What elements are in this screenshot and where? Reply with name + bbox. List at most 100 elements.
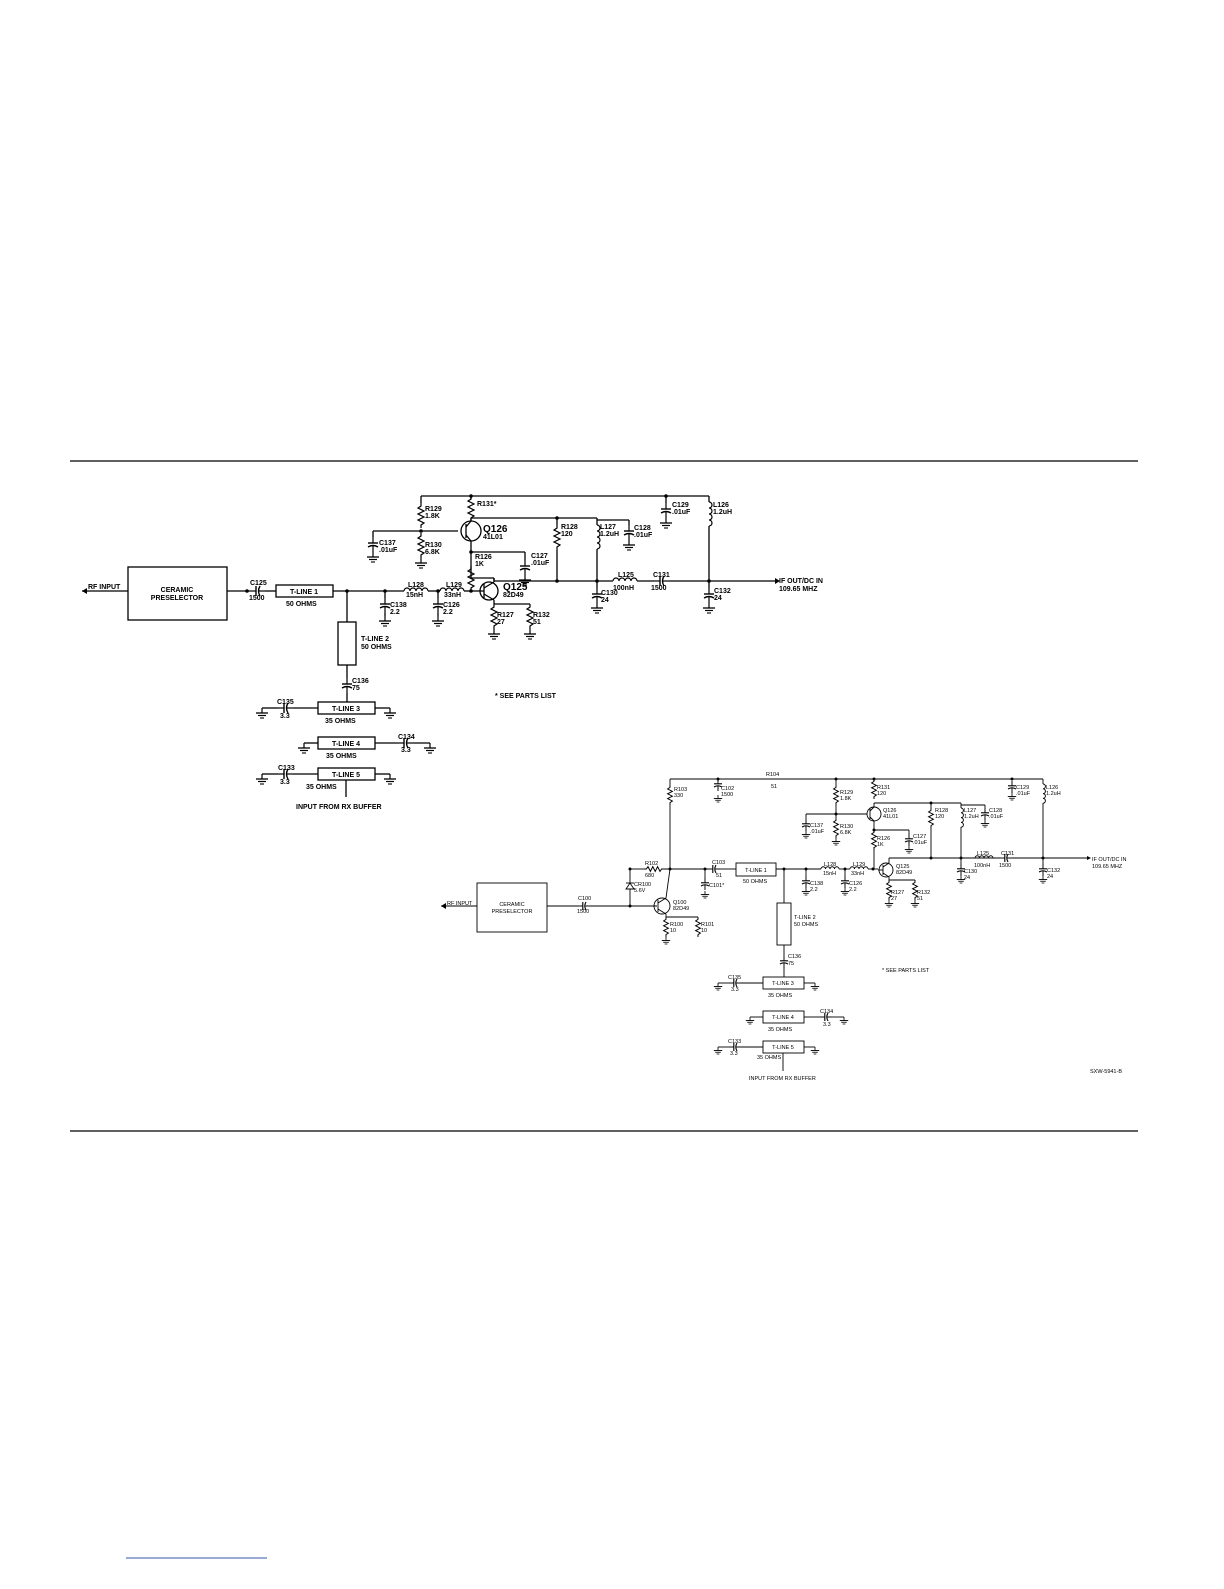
top-c132-ref: C132 (714, 588, 731, 595)
bottom-r129-ref: R129 (840, 790, 853, 796)
top-r129-value: 1.8K (425, 513, 440, 520)
bottom-cr100-ref: CR100 (634, 882, 651, 888)
top-c134-ref: C134 (398, 734, 415, 741)
top-tline4-label: T-LINE 4 (332, 741, 360, 748)
top-c126-ref: C126 (443, 602, 460, 609)
top-tline3-label: T-LINE 3 (332, 706, 360, 713)
bottom-r103-ref: R103 (674, 787, 687, 793)
bottom-c103-value: 51 (716, 873, 722, 879)
top-c127-ref: C127 (531, 553, 548, 560)
bottom-r104-value: 51 (771, 784, 777, 790)
top-parts-note: * SEE PARTS LIST (495, 693, 557, 700)
top-r127-value: 27 (497, 619, 505, 626)
top-preselector-label-1: CERAMIC (161, 587, 194, 594)
bottom-l127-ref: L127 (964, 808, 976, 814)
top-c138-value: 2.2 (390, 609, 400, 616)
bottom-if-out-label: IF OUT/DC IN (1092, 857, 1127, 863)
top-tline5-impedance: 35 OHMS (306, 784, 337, 791)
bottom-r101-value: 10 (701, 928, 707, 934)
top-l125-ref: L125 (618, 572, 634, 579)
bottom-c103-ref: C103 (712, 860, 725, 866)
top-c128-value: .01uF (634, 532, 653, 539)
bottom-r127-value: 27 (891, 896, 897, 902)
bottom-c135-ref: C135 (728, 975, 741, 981)
top-if-out-label: IF OUT/DC IN (779, 578, 823, 585)
top-r128-ref: R128 (561, 524, 578, 531)
top-tline2-label: T-LINE 2 (361, 636, 389, 643)
drawing-number: SXW-5941-B (1090, 1069, 1122, 1075)
bottom-c138-ref: C138 (810, 881, 823, 887)
bottom-c138-value: 2.2 (810, 887, 818, 893)
top-c137-value: .01uF (379, 547, 398, 554)
bottom-q125-ref: Q125 (896, 864, 909, 870)
top-c129-value: .01uF (672, 509, 691, 516)
bottom-c137-ref: C137 (810, 823, 823, 829)
bottom-q100 (653, 897, 671, 915)
bottom-r126-ref: R126 (877, 836, 890, 842)
top-q126 (460, 520, 482, 542)
top-preselector-label-2: PRESELECTOR (151, 595, 203, 602)
bottom-c126-ref: C126 (849, 881, 862, 887)
bottom-r103-value: 330 (674, 793, 683, 799)
bottom-c132-ref: C132 (1047, 868, 1060, 874)
bottom-c100-ref: C100 (578, 896, 591, 902)
top-l126-ref: L126 (713, 502, 729, 509)
bottom-q125-value: 82D49 (896, 870, 912, 876)
bottom-r128-ref: R128 (935, 808, 948, 814)
bottom-preselector-label-1: CERAMIC (499, 902, 524, 908)
bottom-q126-value: 41L01 (883, 814, 898, 820)
bottom-r100-value: 10 (670, 928, 676, 934)
top-r132-value: 51 (533, 619, 541, 626)
top-tline1-impedance: 50 OHMS (286, 601, 317, 608)
top-c129-ref: C129 (672, 502, 689, 509)
bottom-l127-value: 1.2uH (964, 814, 979, 820)
top-r129-ref: R129 (425, 506, 442, 513)
bottom-r130-ref: R130 (840, 824, 853, 830)
bottom-ceramic-preselector (476, 882, 548, 933)
top-r130-ref: R130 (425, 542, 442, 549)
top-q126-part: 41L01 (483, 534, 503, 541)
top-rf-input-label: RF INPUT (88, 584, 121, 591)
bottom-tline3-impedance: 35 OHMS (768, 993, 792, 999)
top-r128-value: 120 (561, 531, 573, 538)
bottom-q100-ref: Q100 (673, 900, 686, 906)
bottom-c136-value: 75 (788, 961, 794, 967)
bottom-c126-value: 2.2 (849, 887, 857, 893)
top-rx-buffer-label: INPUT FROM RX BUFFER (296, 804, 382, 811)
top-r130-value: 6.8K (425, 549, 440, 556)
top-c134-value: 3.3 (401, 747, 411, 754)
top-q125-ref: Q125 (503, 582, 528, 593)
bottom-rf-input-label: RF INPUT (447, 901, 473, 907)
top-c125-ref: C125 (250, 580, 267, 587)
bottom-c128-value: .01uF (989, 814, 1004, 820)
top-c137-ref: C137 (379, 540, 396, 547)
bottom-l128-value: 15nH (823, 871, 836, 877)
top-c130-value: 24 (601, 597, 609, 604)
top-tline3-impedance: 35 OHMS (325, 718, 356, 725)
bottom-c135-value: 3.3 (731, 987, 739, 993)
bottom-c101-ref: C101* (709, 883, 725, 889)
bottom-c131-ref: C131 (1001, 851, 1014, 857)
bottom-r131-ref: R131 (877, 785, 890, 791)
bottom-l129-ref: L129 (853, 862, 865, 868)
bottom-l125-ref: L125 (977, 851, 989, 857)
top-c136-value: 75 (352, 685, 360, 692)
bottom-c134-ref: C134 (820, 1009, 833, 1015)
top-r131-ref: R131* (477, 501, 497, 508)
bottom-r101-ref: R101 (701, 922, 714, 928)
bottom-tline2-impedance: 50 OHMS (794, 922, 818, 928)
bottom-c100-value: 1500 (577, 909, 589, 915)
top-tline1-label: T-LINE 1 (290, 589, 318, 596)
bottom-rx-buffer-label: INPUT FROM RX BUFFER (749, 1076, 816, 1082)
top-c126-value: 2.2 (443, 609, 453, 616)
bottom-c127-ref: C127 (913, 834, 926, 840)
bottom-tline4-impedance: 35 OHMS (768, 1027, 792, 1033)
bottom-r102-ref: R102 (645, 861, 658, 867)
top-tline5-label: T-LINE 5 (332, 772, 360, 779)
top-q125-part: 82D49 (503, 592, 524, 599)
bottom-c129-value: .01uF (1016, 791, 1031, 797)
top-c135-value: 3.3 (280, 713, 290, 720)
top-c133-ref: C133 (278, 765, 295, 772)
bottom-c131-value: 1500 (999, 863, 1011, 869)
